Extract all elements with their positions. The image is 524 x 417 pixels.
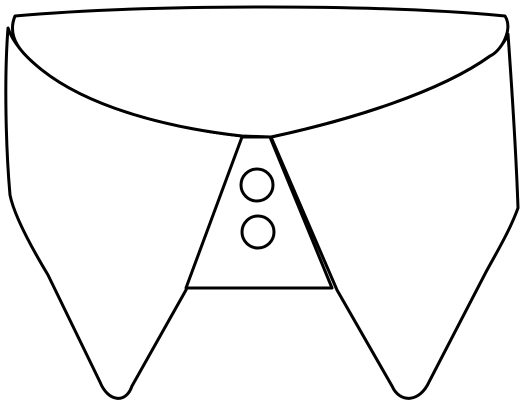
button-top [239,167,275,203]
button-bottom [240,214,276,250]
collar-top-band [10,5,510,139]
placket [184,135,334,290]
